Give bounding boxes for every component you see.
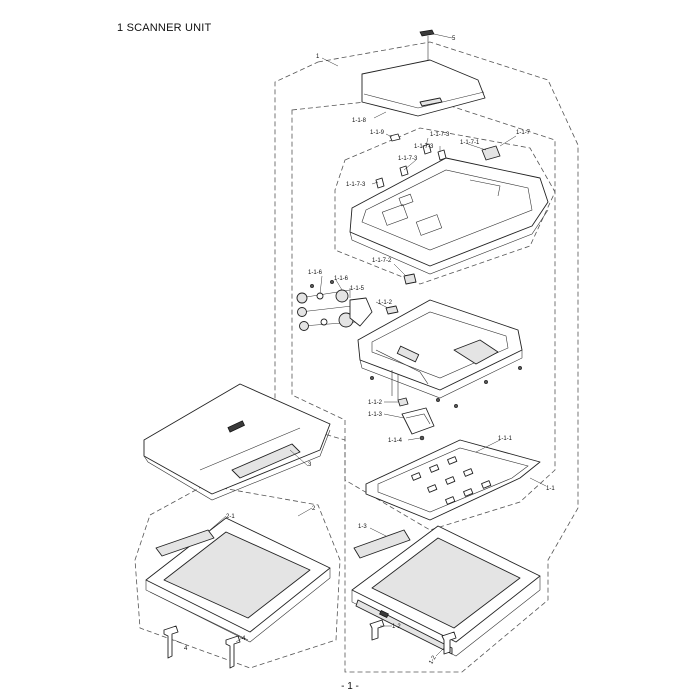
label-1: 1 <box>316 54 320 60</box>
label-1-1-1: 1-1-1 <box>498 436 513 442</box>
part-1-1-1-bottom-plate <box>365 439 541 521</box>
label-1-1-7-2: 1-1-7-2 <box>372 258 392 264</box>
part-3-document-cover <box>143 383 331 501</box>
part-1-2-hinge-a <box>369 619 385 641</box>
part-4-hinge-a <box>163 625 179 659</box>
label-1-1-4: 1-1-4 <box>388 438 403 444</box>
label-1-1-2-b: 1-1-2 <box>368 400 383 406</box>
label-1-1-6-a: 1-1-6 <box>308 270 323 276</box>
label-1-1-7-3-c: 1-1-7-3 <box>398 156 418 162</box>
label-1-2-b: 1-2 <box>428 654 438 665</box>
part-1-1-7-upper-frame <box>349 157 549 275</box>
part-1-1-2-clip-a <box>385 305 399 315</box>
label-4-a: 4 <box>184 646 188 652</box>
label-1-1-2-a: 1-1-2 <box>378 300 393 306</box>
label-3: 3 <box>308 462 312 468</box>
label-2: 2 <box>312 506 316 512</box>
part-4-hinge-b <box>225 635 241 669</box>
label-1-1-7-3-a: 1-1-7-3 <box>430 132 450 138</box>
assembly-1-1-boundary <box>291 95 556 531</box>
page-number: - 1 - <box>341 681 359 692</box>
label-1-1-8: 1-1-8 <box>352 118 367 124</box>
label-1-1: 1-1 <box>546 486 555 492</box>
label-1-1-7-3-b: 1-1-7-3 <box>414 144 434 150</box>
label-1-1-9: 1-1-9 <box>370 130 385 136</box>
label-1-1-7-1: 1-1-7-1 <box>460 140 480 146</box>
label-1-1-3: 1-1-3 <box>368 412 383 418</box>
part-2-cover-assembly <box>145 517 331 643</box>
part-1-1-7-3-tab-c <box>422 143 432 155</box>
part-1-2-frame <box>351 525 541 657</box>
label-1-1-6-b: 1-1-6 <box>334 276 349 282</box>
label-1-1-7: 1-1-7 <box>516 130 531 136</box>
part-1-2-hinge-b <box>441 631 457 655</box>
part-1-1-8-lid <box>361 59 486 117</box>
part-1-1-2-clip-b <box>397 397 409 407</box>
part-1-1-7-1-clip <box>481 145 501 161</box>
label-4-b: 4 <box>242 636 246 642</box>
label-1-1-5: 1-1-5 <box>350 286 365 292</box>
part-1-1-7-2-clip <box>403 273 417 285</box>
leader-lines <box>173 33 547 657</box>
page-title: 1 SCANNER UNIT <box>117 22 212 34</box>
part-1-1-9-clip <box>389 133 401 142</box>
label-1-1-7-3-d: 1-1-7-3 <box>346 182 366 188</box>
label-1-3: 1-3 <box>358 524 367 530</box>
label-5: 5 <box>452 36 456 42</box>
part-1-1-4-screw <box>419 435 425 441</box>
part-1-1-chassis <box>357 299 523 409</box>
label-1-2-a: 1-2 <box>392 624 401 630</box>
label-2-1: 2-1 <box>226 514 235 520</box>
part-1-1-5-roller-assembly <box>296 279 373 331</box>
part-1-1-3-sensor <box>401 407 435 435</box>
part-1-1-7-3-tab-a <box>375 177 385 189</box>
part-1-3-label-sheet <box>353 529 411 559</box>
assembly-2-boundary <box>134 484 341 669</box>
